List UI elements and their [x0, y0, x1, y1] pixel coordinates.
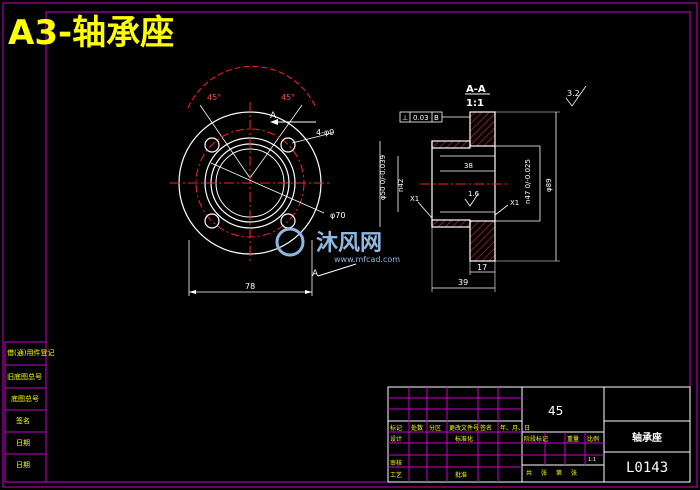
section-scale: 1:1: [466, 98, 484, 109]
inner-border: [45, 11, 691, 483]
dia70-leader: [210, 162, 325, 214]
tol-frame-ref: B: [434, 114, 439, 122]
angle-line-right: [249, 104, 303, 179]
side-row-4: 签名: [16, 416, 30, 425]
dim78-arrow-left: [189, 290, 196, 294]
tb-designer: 设计: [390, 435, 402, 443]
angle-label-right: 45°: [281, 93, 295, 102]
watermark: 沐风网 www.mfcad.com: [275, 227, 400, 264]
flange-section-bottom: [469, 220, 496, 262]
side-row-2: 旧底图总号: [7, 372, 42, 381]
tb-scale-label: 比例: [587, 435, 599, 443]
hub-wall-top: [431, 140, 471, 149]
tb-label-zone: 分区: [429, 424, 441, 432]
holes-dimension: 4-φ9: [316, 128, 334, 137]
tb-label-mark: 标记: [390, 424, 402, 432]
bolt-hole-bl: [204, 213, 220, 229]
title-block: 标记 处数 分区 更改文件号 签名 年、月、日 设计 标准化 审核 工艺 批准 …: [387, 386, 691, 483]
tb-sheet-unit-2: 张: [571, 469, 577, 477]
dim38-text: 38: [464, 162, 473, 170]
section-arrow-label: A: [312, 269, 319, 279]
roughness-3.2: 3.2: [567, 89, 580, 98]
side-row-6: 日期: [16, 461, 30, 469]
tb-craft: 工艺: [390, 471, 402, 479]
section-arrow-bottom: [317, 263, 357, 277]
holes-leader: [291, 132, 333, 144]
dim78-text: 78: [245, 282, 255, 291]
tb-label-change-doc: 更改文件号: [449, 424, 479, 432]
view-arrow-head: [270, 119, 278, 125]
dim47-text: n47 0/-0.025: [524, 159, 532, 204]
side-row-1: 借(通)用件登记: [7, 348, 54, 357]
tb-drawing-no: L0143: [626, 460, 668, 476]
tb-label-sign: 签名: [480, 424, 492, 432]
dim39-text: 39: [458, 278, 468, 287]
x1-label-right: X1: [510, 199, 519, 207]
bolt-hole-tl: [204, 137, 220, 153]
tb-label-date: 年、月、日: [500, 424, 530, 432]
roughness-1.6: 1.6: [468, 190, 480, 198]
tb-sheet-num: 第: [556, 469, 562, 477]
bolt-circle-dimension: φ70: [330, 211, 345, 220]
bolt-hole-tr: [280, 137, 296, 153]
tb-weight: 重量: [567, 435, 579, 443]
watermark-logo-icon: [275, 227, 305, 257]
bolt-hole-br: [280, 213, 296, 229]
section-title: A-A: [466, 84, 486, 95]
flange-section-top: [469, 111, 496, 147]
x1-leader-left: [417, 201, 433, 219]
side-table-frame: [4, 341, 47, 483]
tb-approve: 批准: [455, 471, 467, 479]
dim42-text: n42: [397, 179, 405, 192]
hub-wall-bottom: [431, 219, 471, 228]
side-table: 借(通)用件登记 旧底图总号 底图总号 签名 日期 日期: [4, 341, 54, 483]
tol-frame-symbol: ⊥: [402, 114, 408, 122]
angle-label-left: 45°: [207, 93, 221, 102]
side-row-5: 日期: [16, 439, 30, 447]
roughness-symbol-top: [565, 85, 587, 107]
section-view: A-A 1:1 3.2 ⊥ 0.03 B 38 1.6: [379, 84, 587, 292]
tb-review: 审核: [390, 459, 402, 467]
tb-standard: 标准化: [455, 435, 473, 443]
tb-part-name: 轴承座: [632, 431, 662, 444]
tb-scale-value: 1:1: [588, 457, 596, 463]
watermark-brand: 沐风网: [316, 231, 382, 256]
watermark-url: www.mfcad.com: [334, 255, 400, 264]
dim89-text: φ89: [545, 178, 553, 192]
x1-label-left: X1: [410, 195, 419, 203]
tol-frame-value: 0.03: [413, 114, 429, 122]
tb-stage: 阶段标记: [524, 435, 548, 443]
dim17-text: 17: [477, 263, 487, 272]
drawing-title: A3-轴承座: [8, 13, 174, 53]
angle-line-left: [199, 104, 251, 179]
dim78-arrow-right: [305, 290, 312, 294]
tb-material: 45: [548, 404, 563, 418]
side-row-3: 底图总号: [11, 394, 39, 403]
roughness-symbol-mid: [464, 193, 479, 207]
tb-label-count: 处数: [411, 424, 423, 432]
angle-arc: [187, 65, 317, 109]
title-block-frame: [387, 386, 691, 483]
tb-sheet-unit-1: 张: [541, 469, 547, 477]
front-view: 45° 45° A 4-φ9 φ70 A 78: [170, 65, 357, 296]
tb-sheet-total: 共: [526, 469, 532, 477]
x1-leader-right: [494, 204, 509, 216]
dim50-text: φ50 0/-0.039: [379, 155, 387, 200]
